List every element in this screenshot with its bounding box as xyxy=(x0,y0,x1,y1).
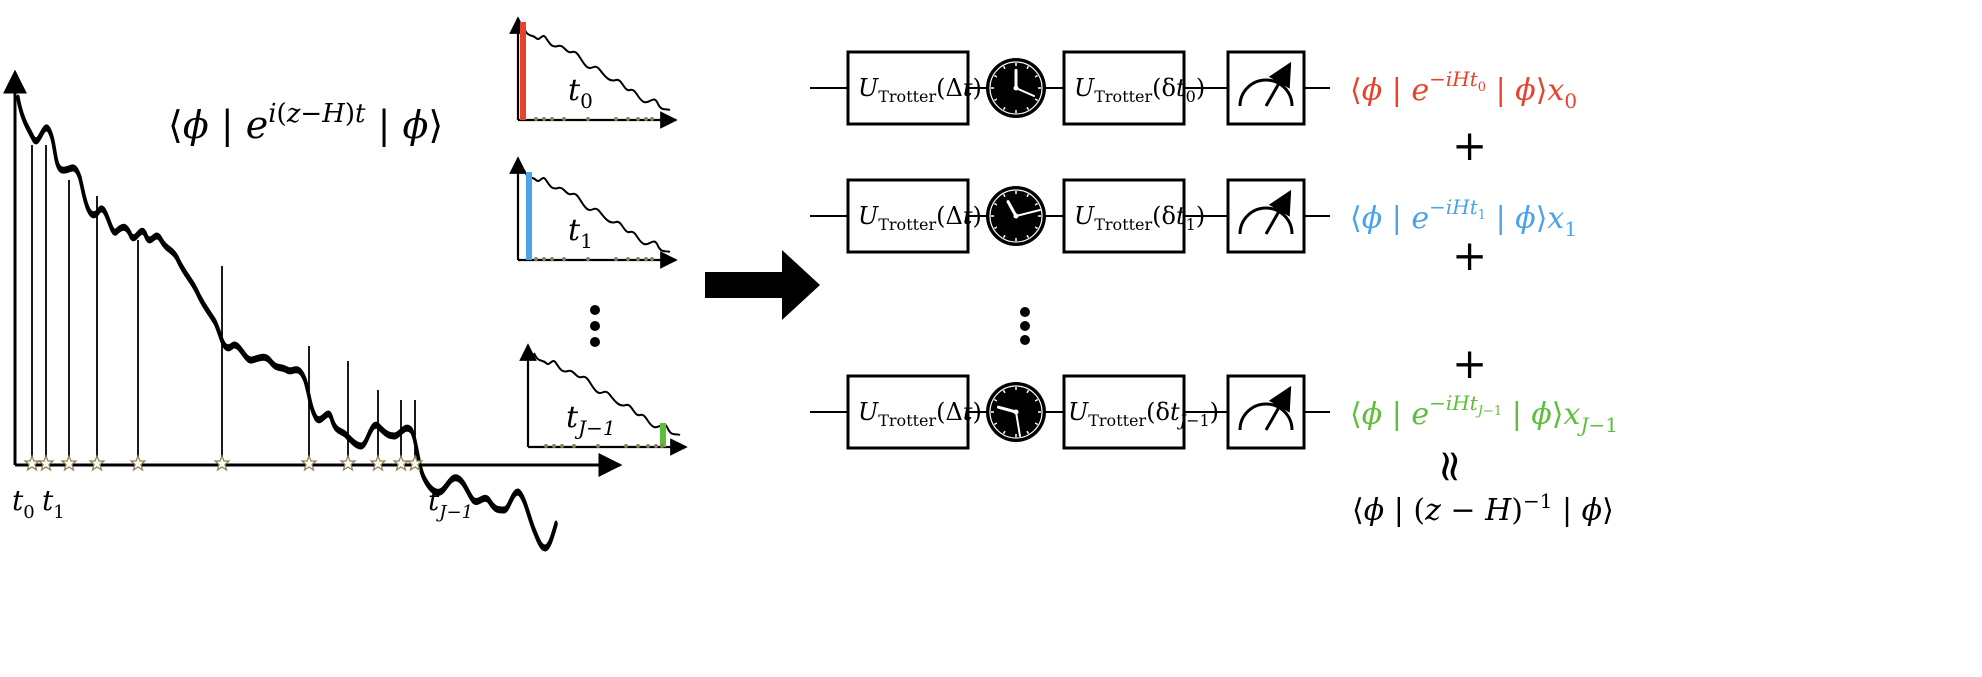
measurement-meter-icon xyxy=(1226,50,1306,126)
gate-label: UTrotter(Δt) xyxy=(858,74,982,106)
final-result-expression: ⟨ϕ | (z − H)−1 | ϕ⟩ xyxy=(1352,489,1614,528)
thumb-curve xyxy=(523,169,671,253)
thumb-highlight-bar xyxy=(526,172,532,260)
main-plot: ⟨ϕ | ei(z−H)t | ϕ⟩ t0 t1 tJ−1 xyxy=(2,69,623,552)
clock-icon xyxy=(986,382,1046,442)
main-sample-lines xyxy=(31,145,416,465)
main-sample-stars xyxy=(24,455,423,471)
gate-label: UTrotter(Δt) xyxy=(858,202,982,234)
thumb-label-t1: t1 xyxy=(568,213,593,253)
thumb-highlight-bar xyxy=(660,423,666,447)
sample-star xyxy=(301,455,317,471)
sample-star xyxy=(214,455,230,471)
thumbnail-t0: t0 xyxy=(509,16,678,129)
thumb-stars xyxy=(534,257,654,261)
main-plot-label: ⟨ϕ | ei(z−H)t | ϕ⟩ xyxy=(168,99,443,147)
row-output-expression: ⟨ϕ | e−iHtJ−1 | ϕ⟩xJ−1 xyxy=(1350,391,1618,437)
row-output-expression: ⟨ϕ | e−iHt1 | ϕ⟩x1 xyxy=(1350,195,1577,241)
thumb-label-tlast: tJ−1 xyxy=(566,400,616,440)
plus-sign: + xyxy=(1452,121,1487,170)
thumb-label-t0: t0 xyxy=(568,73,593,113)
sample-star xyxy=(393,455,409,471)
gate-label: UTrotter(Δt) xyxy=(858,398,982,430)
sample-star xyxy=(340,455,356,471)
circuit: UTrotter(Δt) UTrotter(δt0) ⟨ϕ | e−iHt0 | ϕ… xyxy=(810,50,1618,450)
main-tlast-label: tJ−1 xyxy=(428,484,473,523)
main-signal-curve xyxy=(16,94,558,552)
thumb-highlight-bar xyxy=(520,22,526,120)
gate-label: UTrotter(δt1) xyxy=(1074,202,1205,234)
plus-sign: + xyxy=(1452,339,1487,388)
main-t0-label: t0 xyxy=(12,484,35,523)
sample-star xyxy=(89,455,105,471)
sample-star xyxy=(61,455,77,471)
sample-star xyxy=(130,455,146,471)
measurement-meter-icon xyxy=(1226,374,1306,450)
thumb-stars xyxy=(544,444,664,448)
circuit-row: UTrotter(Δt) UTrotter(δt0) ⟨ϕ | e−iHt0 | ϕ… xyxy=(810,50,1577,126)
clock-icon xyxy=(986,186,1046,246)
approx-sign: ≈ xyxy=(1425,448,1476,485)
trotter-gate-dt xyxy=(846,374,970,450)
sample-star xyxy=(24,455,40,471)
trotter-gate-delta xyxy=(1062,50,1186,126)
thumbnail-t1: t1 xyxy=(509,156,678,269)
big-arrow xyxy=(705,250,820,320)
thumbnail-tlast: tJ−1 xyxy=(519,343,688,456)
gate-label: UTrotter(δtJ−1) xyxy=(1068,398,1219,430)
measurement-meter-icon xyxy=(1226,178,1306,254)
circuit-ellipsis xyxy=(1020,307,1030,345)
thumbnail-ellipsis xyxy=(590,305,600,347)
clock-icon xyxy=(986,58,1046,118)
circuit-row: UTrotter(Δt) UTrotter(δtJ−1) ⟨ϕ | e−iHtJ−1… xyxy=(810,374,1618,450)
thumb-curve xyxy=(523,27,671,111)
circuit-row: UTrotter(Δt) UTrotter(δt1) ⟨ϕ | e−iHt1 | ϕ… xyxy=(810,178,1577,254)
thumb-stars xyxy=(534,117,654,121)
trotter-gate-delta xyxy=(1062,178,1186,254)
plus-sign: + xyxy=(1452,231,1487,280)
gate-label: UTrotter(δt0) xyxy=(1074,74,1205,106)
trotter-gate-delta xyxy=(1062,374,1186,450)
trotter-gate-dt xyxy=(846,178,970,254)
trotter-gate-dt xyxy=(846,50,970,126)
row-output-expression: ⟨ϕ | e−iHt0 | ϕ⟩x0 xyxy=(1350,67,1577,113)
sample-star xyxy=(370,455,386,471)
thumb-curve xyxy=(533,352,681,436)
main-t1-label: t1 xyxy=(42,484,65,523)
sample-star xyxy=(38,455,54,471)
